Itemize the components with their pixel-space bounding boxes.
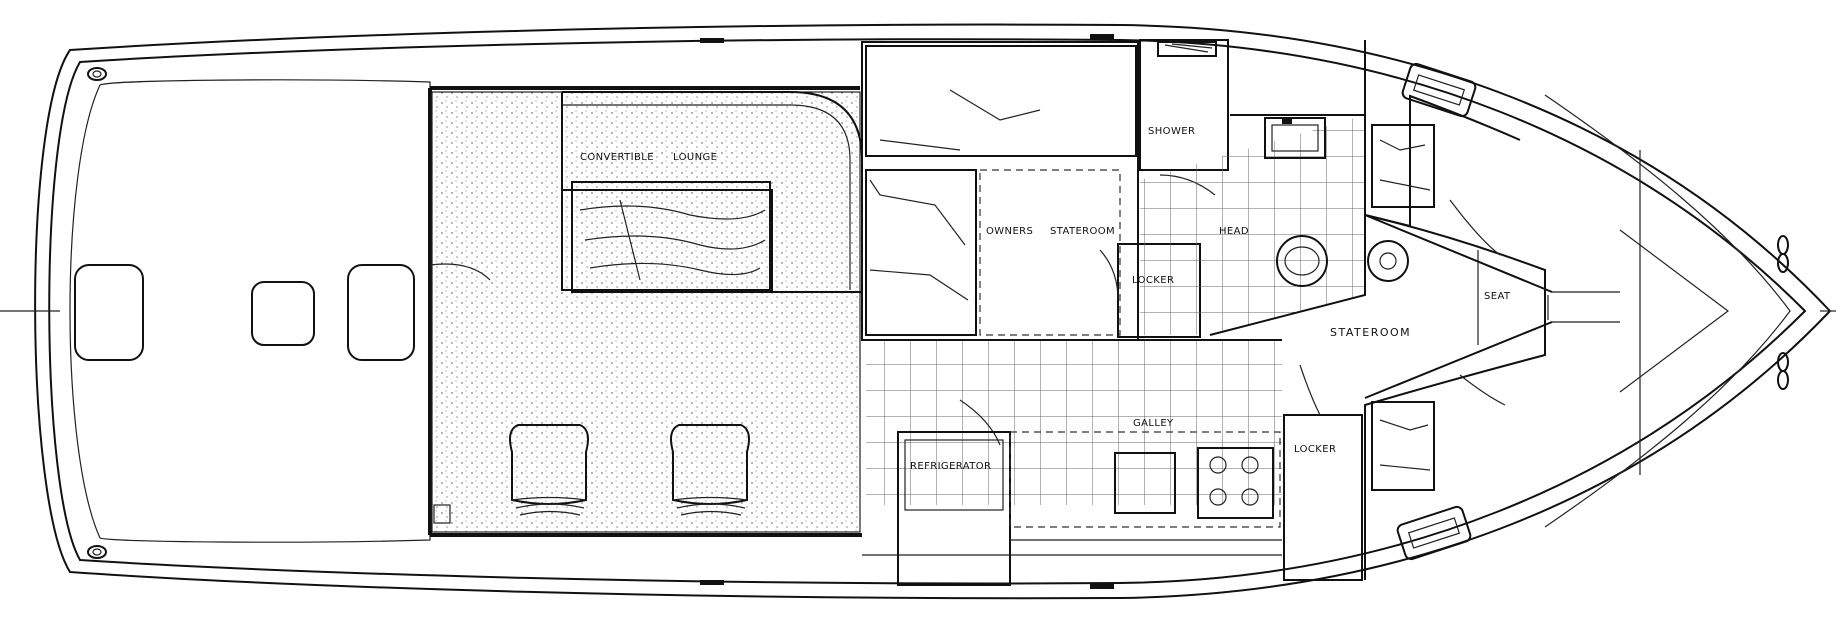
label-locker-owner: LOCKER	[1132, 275, 1174, 286]
label-galley: GALLEY	[1133, 418, 1174, 429]
cleat-bow-upper	[1777, 235, 1789, 273]
salon-bulkhead	[428, 86, 862, 537]
label-refrigerator: REFRIGERATOR	[910, 461, 991, 472]
label-locker-forward: LOCKER	[1294, 444, 1336, 455]
cleat-stern-bottom	[87, 545, 107, 559]
label-head: HEAD	[1219, 226, 1249, 237]
deck-hatch-aft	[74, 264, 144, 361]
galley	[862, 339, 1282, 586]
owners-stateroom	[861, 41, 1201, 341]
cleat-side-bottom	[700, 580, 1114, 589]
cleat-side-top	[700, 34, 1114, 43]
label-convertible: CONVERTIBLE	[580, 152, 654, 163]
convertible-lounge	[561, 91, 863, 293]
cleat-bow-lower	[1777, 352, 1789, 390]
label-owners-stateroom: STATEROOM	[1050, 226, 1115, 237]
label-shower: SHOWER	[1148, 126, 1195, 137]
label-seat: SEAT	[1484, 291, 1511, 302]
helm-seat-left	[509, 424, 589, 516]
label-lounge: LOUNGE	[673, 152, 717, 163]
hull-outline	[0, 23, 1836, 600]
helm-seat-right	[670, 424, 750, 516]
locker-forward	[1283, 364, 1363, 581]
head	[1140, 114, 1409, 336]
cleat-stern-top	[87, 67, 107, 81]
deck-hatch-mid	[251, 281, 315, 346]
deck-hatch-bow-top	[1401, 62, 1477, 118]
deck-hatch-fwd	[347, 264, 415, 361]
deck-hatch-bow-bottom	[1396, 505, 1472, 561]
label-forward-stateroom: STATEROOM	[1330, 326, 1411, 339]
label-owners: OWNERS	[986, 226, 1033, 237]
salon-step	[433, 504, 451, 524]
forward-stateroom	[1364, 40, 1620, 580]
